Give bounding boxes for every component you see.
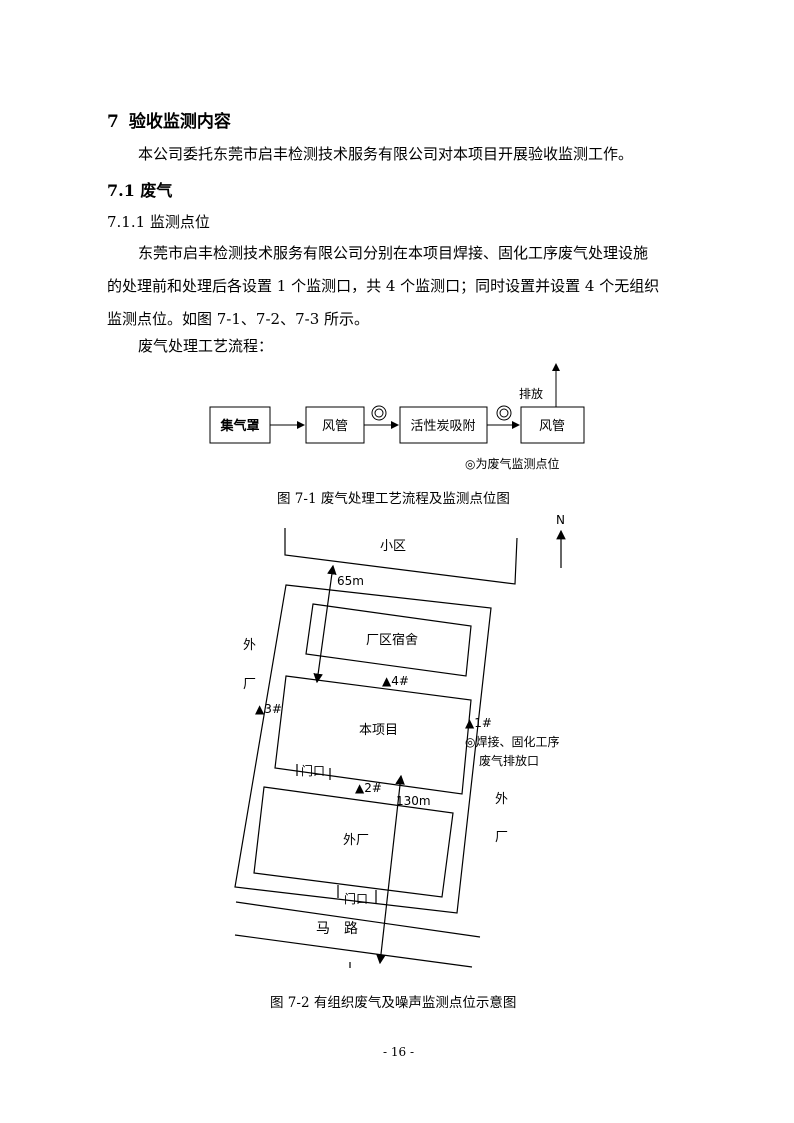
section-intro: 本公司委托东莞市启丰检测技术服务有限公司对本项目开展验收监测工作。 <box>138 145 634 163</box>
distance-top-label: 65m <box>337 574 364 588</box>
residential-label: 小区 <box>380 539 406 554</box>
dormitory-label: 厂区宿舍 <box>366 632 418 648</box>
figure-7-1-caption: 图 7-1 废气处理工艺流程及监测点位图 <box>277 491 510 507</box>
monitor-point-icon-2-inner <box>499 408 509 418</box>
monitor-point-3: ▲3# <box>255 702 282 716</box>
outlet-label-line-1: ◎焊接、固化工序 <box>465 734 559 749</box>
outer-left-label-1: 外 <box>243 638 256 653</box>
flow-box-duct-2 <box>520 406 585 444</box>
process-label: 废气处理工艺流程： <box>138 337 274 355</box>
body-line-2: 的处理前和处理后各设置 1 个监测口，共 4 个监测口；同时设置并设置 4 个无… <box>107 277 660 295</box>
monitor-point-icon-2 <box>496 405 512 421</box>
outer-left-label-2: 厂 <box>243 677 256 692</box>
monitor-point-2: ▲2# <box>355 781 382 795</box>
figure-7-2-caption: 图 7-2 有组织废气及噪声监测点位示意图 <box>270 995 517 1011</box>
project-building <box>274 675 472 795</box>
section-heading: 7 验收监测内容 <box>107 107 231 132</box>
body-line-3: 监测点位。如图 7-1、7-2、7-3 所示。 <box>107 310 370 328</box>
outlet-label-line-2: 废气排放口 <box>479 753 539 768</box>
factory-boundary <box>234 584 492 914</box>
subsection-title: 7.1 废气 <box>107 181 173 200</box>
other-factory-label: 外厂 <box>343 833 369 848</box>
flow-label-carbon: 活性炭吸附 <box>410 419 475 434</box>
section-title: 验收监测内容 <box>128 112 231 132</box>
road-line-top <box>235 901 481 938</box>
residential-boundary <box>284 528 518 585</box>
outer-right-label-2: 厂 <box>495 830 508 845</box>
road-label: 马 路 <box>316 921 358 937</box>
flow-legend: ◎为废气监测点位 <box>465 456 559 471</box>
flow-label-hood: 集气罩 <box>219 418 259 434</box>
monitor-point-4: ▲4# <box>382 674 409 688</box>
body-line-1: 东莞市启丰检测技术服务有限公司分别在本项目焊接、固化工序废气处理设施 <box>138 244 649 262</box>
project-label: 本项目 <box>359 723 398 738</box>
distance-bottom-label: 130m <box>396 794 431 808</box>
flow-label-duct-2: 风管 <box>539 419 565 434</box>
distance-arrow-bottom <box>376 774 405 965</box>
subsubsection-title: 7.1.1 监测点位 <box>107 213 210 231</box>
page-number: - 16 - <box>383 1045 415 1059</box>
distance-arrow-top <box>313 564 337 684</box>
discharge-label: 排放 <box>519 386 543 401</box>
north-label: N <box>556 513 565 527</box>
gate-label-1: 门口 <box>301 763 325 778</box>
monitor-point-1: ▲1# <box>465 716 492 730</box>
road-line-bottom <box>234 934 473 968</box>
flow-label-duct-1: 风管 <box>322 419 348 434</box>
section-number: 7 <box>107 112 119 132</box>
gate-label-2: 门口 <box>344 891 368 906</box>
monitor-point-icon-1 <box>371 405 387 421</box>
dormitory-building <box>305 603 472 677</box>
outer-right-label-1: 外 <box>495 792 508 807</box>
monitor-point-icon-1-inner <box>374 408 384 418</box>
